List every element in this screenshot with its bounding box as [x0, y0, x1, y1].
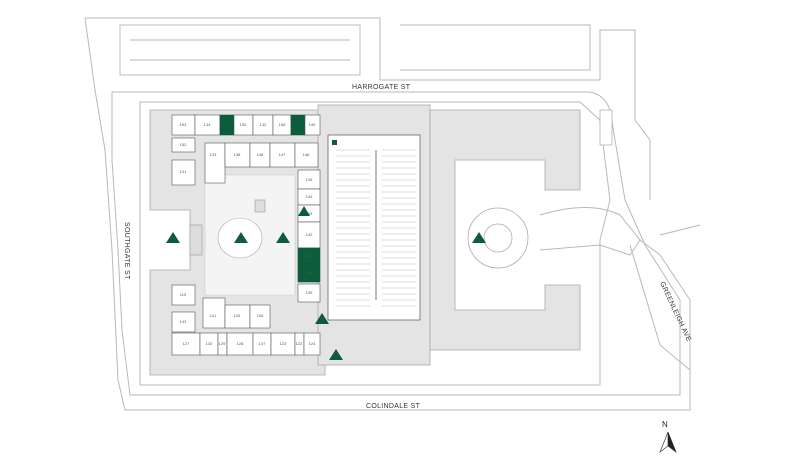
north-arrow-icon — [667, 431, 677, 453]
unit-158[interactable]: 158 — [272, 114, 292, 136]
available-unit[interactable] — [219, 114, 235, 136]
amenity-marker-icon[interactable] — [472, 232, 486, 243]
unit-132[interactable]: 132 — [252, 114, 274, 136]
unit-148[interactable]: 148 — [249, 142, 271, 168]
unit-106[interactable]: 106 — [249, 304, 271, 329]
unit-115[interactable]: 115 — [171, 284, 196, 306]
unit-150[interactable]: 150 — [233, 114, 254, 136]
street-label-west: SOUTHGATE ST — [123, 222, 130, 280]
unit-137[interactable]: 137 — [252, 332, 272, 356]
street-label-south: COLINDALE ST — [366, 403, 421, 410]
unit-124[interactable]: 124 — [303, 332, 321, 356]
unit-122[interactable]: 122 — [294, 332, 305, 356]
unit-129[interactable]: 129 — [217, 332, 228, 356]
unit-146[interactable]: 146 — [294, 142, 319, 168]
unit-152[interactable]: 152 — [171, 137, 196, 153]
parking-garage — [317, 104, 431, 366]
street-label-north: HARROGATE ST — [352, 84, 411, 91]
unit-131[interactable]: 131 — [171, 159, 196, 186]
compass: N — [659, 420, 677, 453]
amenity-marker-icon[interactable] — [234, 232, 248, 243]
unit-123[interactable]: 123 — [270, 332, 296, 356]
available-unit[interactable] — [290, 114, 306, 136]
unit-149[interactable]: 149 — [297, 263, 321, 283]
amenity-marker-icon[interactable] — [276, 232, 290, 243]
east-building — [429, 109, 613, 351]
unit-153[interactable]: 153 — [171, 114, 196, 136]
street-label-east: GREENLEIGH AVE — [658, 281, 692, 343]
unit-138[interactable]: 138 — [224, 142, 251, 168]
unit-125[interactable]: 125 — [224, 304, 251, 329]
amenity-marker-icon[interactable] — [166, 232, 180, 243]
amenity-marker-icon[interactable] — [329, 349, 343, 360]
unit-145[interactable]: 145 — [297, 169, 321, 190]
unit-128[interactable]: 128 — [226, 332, 254, 356]
unit-147[interactable]: 147 — [269, 142, 296, 168]
unit-127[interactable]: 127 — [171, 332, 201, 356]
unit-142[interactable]: 142 — [297, 221, 321, 249]
unit-139[interactable]: 139 — [297, 283, 321, 303]
amenity-markers — [166, 206, 486, 360]
unit-140[interactable]: 140 — [304, 114, 321, 136]
unit-144[interactable]: 144 — [297, 188, 321, 206]
compass-label: N — [662, 420, 668, 429]
garage-marker — [332, 140, 337, 145]
unit-133[interactable]: 133 — [204, 142, 226, 184]
amenity-marker-icon[interactable] — [298, 206, 310, 216]
roads — [84, 17, 701, 411]
unit-130[interactable]: 130 — [199, 332, 219, 356]
unit-141[interactable]: 141 — [202, 297, 226, 329]
unit-143[interactable]: 143 — [171, 311, 196, 333]
unit-134[interactable]: 134 — [194, 114, 221, 136]
unit-151[interactable]: 151 — [297, 247, 321, 265]
amenity-marker-icon[interactable] — [315, 313, 329, 324]
